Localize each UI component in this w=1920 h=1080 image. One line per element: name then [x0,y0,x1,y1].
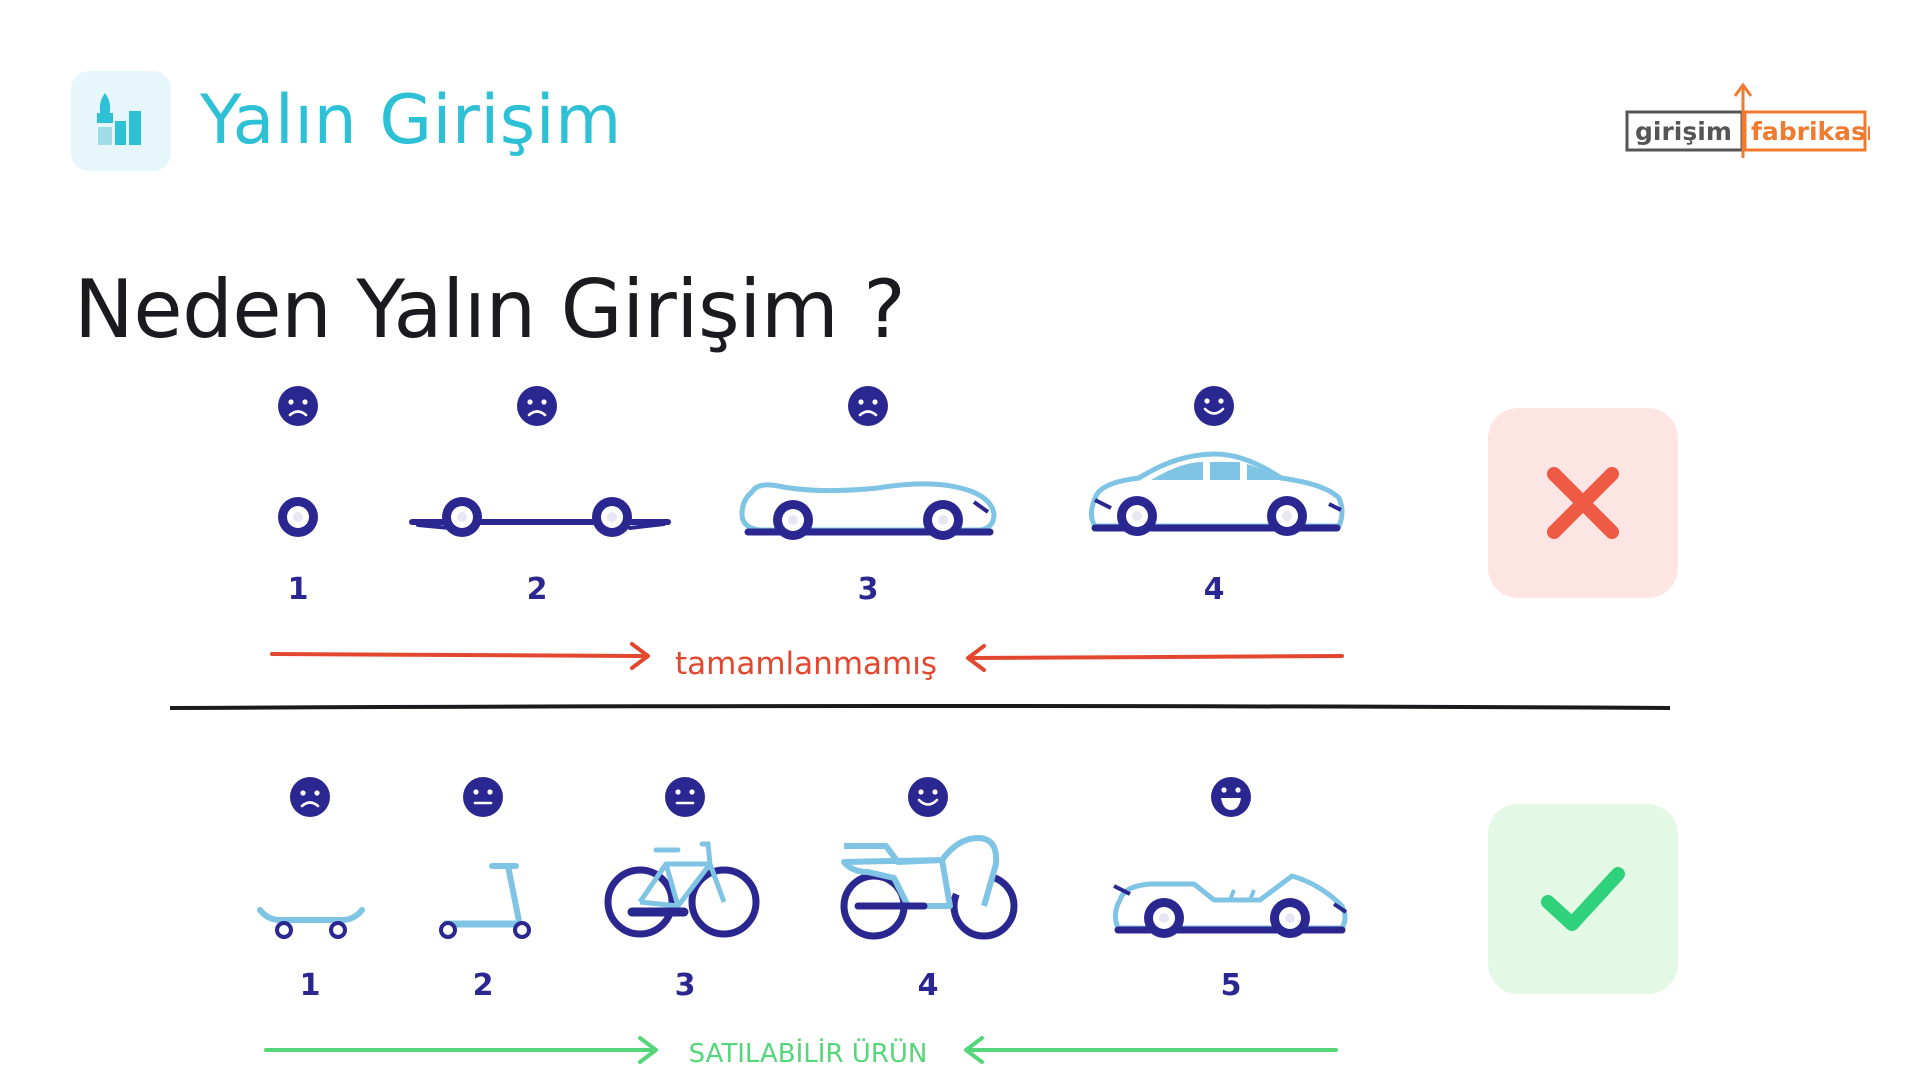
step-number: 4 [917,968,939,1003]
scooter-icon [439,863,531,939]
sad-face-icon [848,386,888,426]
skateboard-icon [257,907,365,939]
sad-face-icon [278,386,318,426]
rocket-chart-icon [97,93,141,145]
sellable-status-box [1488,804,1678,994]
girisim-fabrikasi-logo: girişim fabrikası [1625,82,1875,160]
step-number: 1 [299,968,321,1003]
laughing-face-icon [1211,777,1251,817]
logo-part1: girişim [1635,117,1732,146]
divider [170,704,1670,710]
incomplete-label: tamamlanmamış [675,646,937,682]
step-number: 5 [1220,968,1242,1003]
step-number: 2 [526,572,548,607]
neutral-face-icon [463,777,503,817]
sad-face-icon [517,386,557,426]
neutral-face-icon [665,777,705,817]
app-title: Yalın Girişim [200,81,622,160]
smile-face-icon [908,777,948,817]
bicycle-icon [604,841,760,938]
sellable-arrows [264,1036,1338,1064]
step-number: 4 [1203,572,1225,607]
app-icon [71,71,171,171]
step-number: 1 [287,572,309,607]
logo-part2: fabrikası [1751,117,1870,146]
car-icon [1089,451,1345,536]
logo-graphic: girişim fabrikası [1625,82,1875,158]
step-number: 3 [674,968,696,1003]
sellable-label: SATILABİLİR ÜRÜN [688,1039,928,1069]
step-number: 2 [472,968,494,1003]
sad-face-icon [290,777,330,817]
motorcycle-icon [840,835,1018,940]
car-body-icon [739,481,997,540]
convertible-icon [1112,873,1348,938]
check-icon [1541,867,1625,931]
cross-icon [1547,467,1619,539]
wheel-icon [278,497,318,537]
happy-face-icon [1194,386,1234,426]
page-title: Neden Yalın Girişim ? [74,263,906,356]
chassis-icon [409,497,671,537]
incomplete-arrows [270,642,1344,672]
step-number: 3 [857,572,879,607]
incomplete-status-box [1488,408,1678,598]
